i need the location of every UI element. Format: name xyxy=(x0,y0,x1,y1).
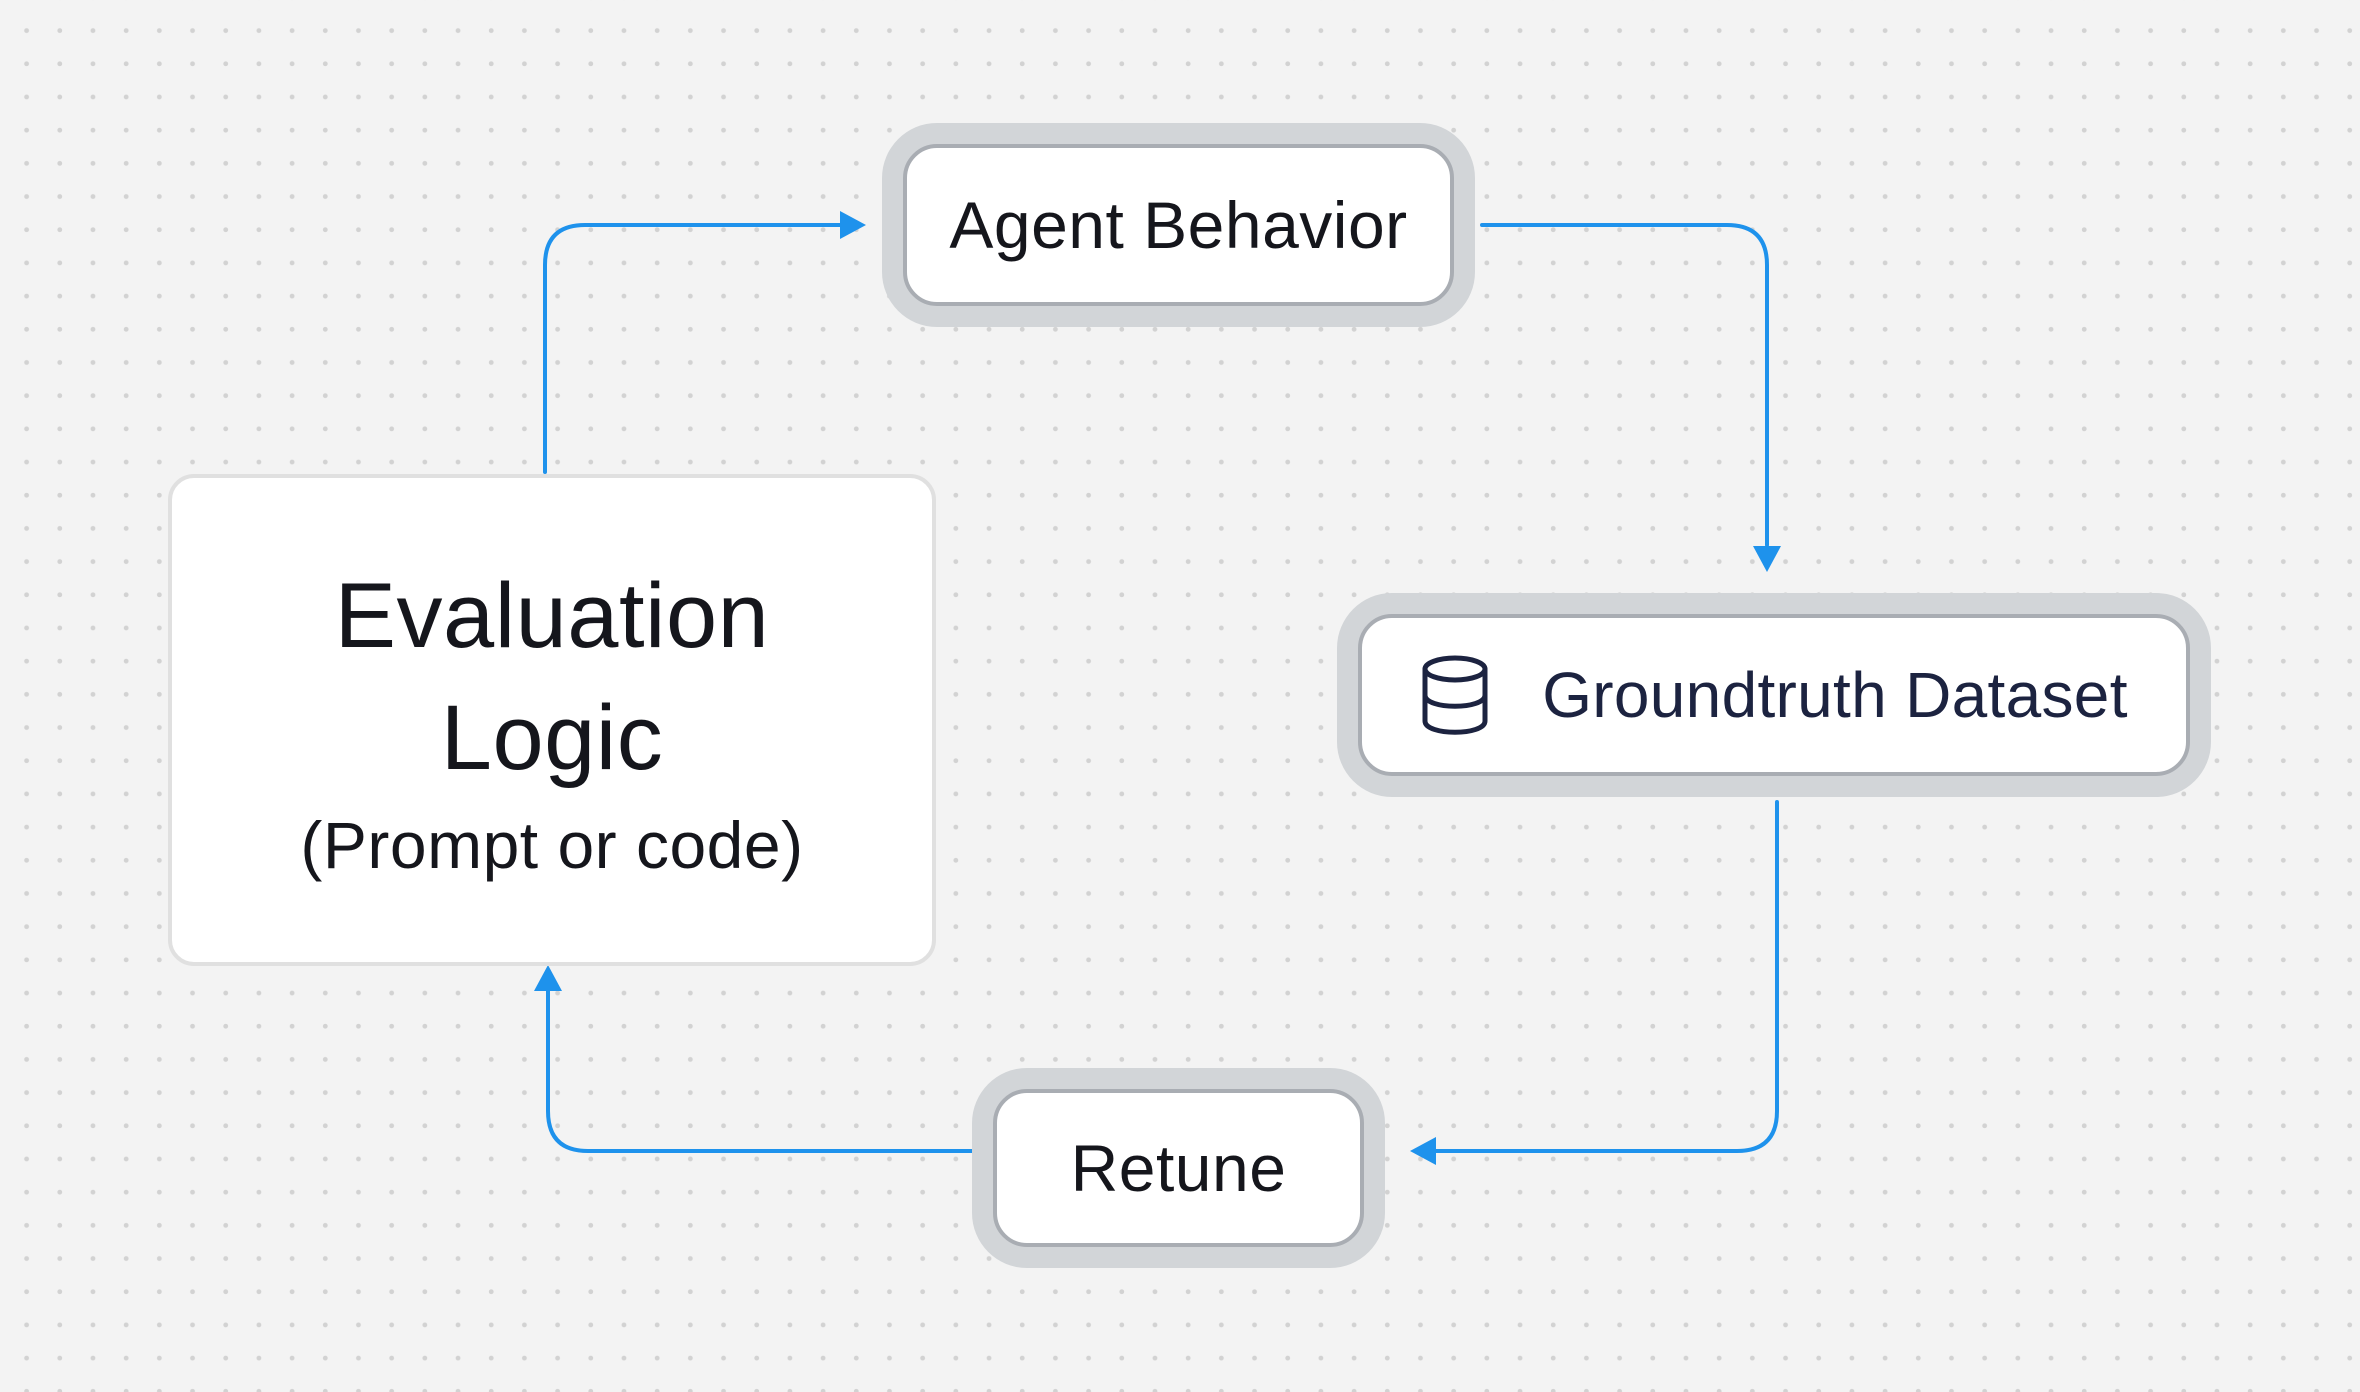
evaluation-logic-subtitle: (Prompt or code) xyxy=(300,808,804,882)
evaluation-logic-node[interactable]: Evaluation Logic (Prompt or code) xyxy=(168,474,936,966)
groundtruth-dataset-node[interactable]: Groundtruth Dataset xyxy=(1358,614,2190,776)
arrowhead-dataset xyxy=(1753,546,1781,572)
edge-agent-to-dataset xyxy=(1480,223,1769,547)
arrowhead-evaluation xyxy=(534,965,562,991)
retune-label: Retune xyxy=(1070,1131,1287,1205)
arrowhead-retune xyxy=(1410,1137,1436,1165)
groundtruth-dataset-label: Groundtruth Dataset xyxy=(1542,659,2128,731)
evaluation-logic-title-line2: Logic xyxy=(440,687,664,789)
agent-behavior-label: Agent Behavior xyxy=(949,188,1408,262)
evaluation-logic-title-line1: Evaluation xyxy=(334,565,770,667)
edge-evaluation-to-agent xyxy=(543,223,852,474)
arrowhead-agent xyxy=(840,211,866,239)
edge-retune-to-evaluation xyxy=(546,984,974,1153)
retune-node[interactable]: Retune xyxy=(993,1089,1364,1247)
edge-dataset-to-retune xyxy=(1428,800,1779,1153)
agent-behavior-node[interactable]: Agent Behavior xyxy=(903,144,1454,306)
database-icon xyxy=(1422,655,1488,735)
